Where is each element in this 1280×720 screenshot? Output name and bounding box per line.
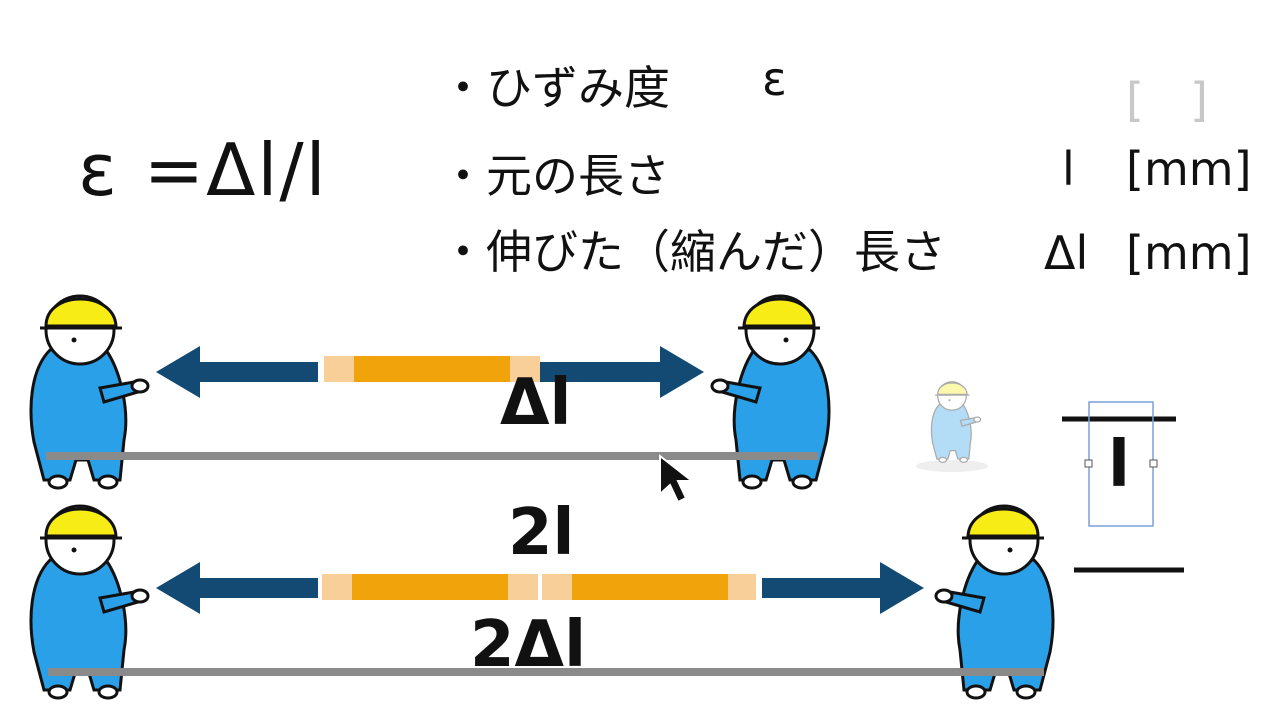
strain-formula: ε =Δl/l [78,128,328,212]
top-delta-label: Δl [500,366,572,440]
bottom-delta-label: 2Δl [470,608,586,682]
mouse-cursor-icon [659,453,695,504]
bullet-elongation-unit: [mm] [1126,226,1252,280]
arrow-right-bottom [762,562,924,614]
ground-bottom [48,668,1044,676]
selection-handle-left[interactable] [1084,459,1093,468]
bullet-strain-unit: [ ] [1126,73,1208,127]
bullet-elongation: ・伸びた（縮んだ）長さ [440,225,946,279]
bullet-original-length: ・元の長さ [440,149,670,203]
bullet-strain-symbol: ε [762,52,787,106]
bar-end-3 [542,574,572,600]
bar-end-right-top [510,356,540,382]
bullet-elongation-symbol: Δl [1044,226,1089,280]
bullet-strain: ・ひずみ度 [440,61,670,115]
arrow-left-top [156,346,318,398]
ground-top [46,452,818,460]
bullet-original-length-symbol: l [1062,142,1075,196]
selection-handle-right[interactable] [1149,459,1158,468]
bar-top [354,356,510,382]
arrow-right-top [540,346,704,398]
bar-end-left-top [324,356,354,382]
side-length-label[interactable]: l [1108,428,1130,502]
bar-bottom-left [352,574,508,600]
bottom-length-label: 2l [508,496,575,570]
bar-end-1 [322,574,352,600]
faded-worker [916,381,988,472]
arrow-left-bottom [156,562,318,614]
bar-bottom-right [572,574,728,600]
bar-end-2 [508,574,538,600]
bullet-original-length-unit: [mm] [1126,142,1252,196]
bar-end-4 [728,574,756,600]
